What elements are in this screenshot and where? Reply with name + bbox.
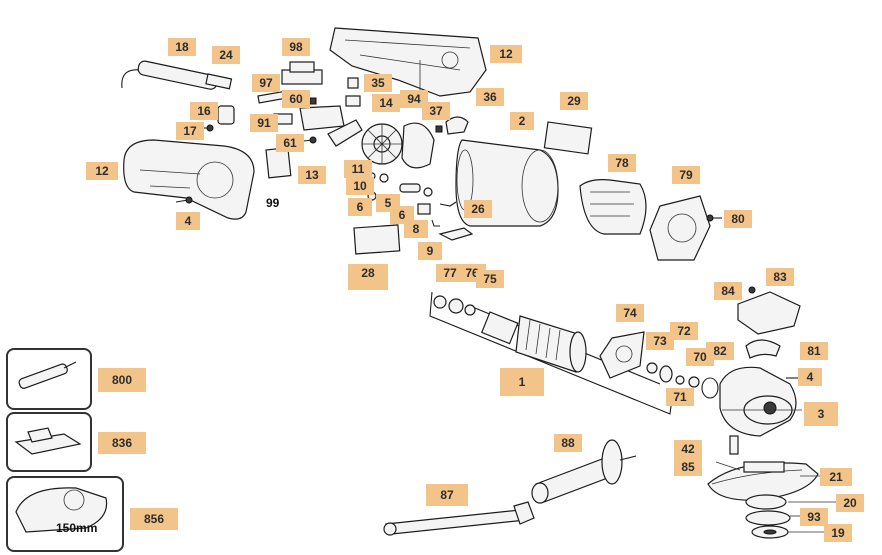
callout-2: 2 bbox=[510, 112, 534, 130]
callout-80: 80 bbox=[724, 210, 752, 228]
side-handle-18 bbox=[121, 60, 233, 90]
callout-26: 26 bbox=[464, 200, 492, 218]
callout-94: 94 bbox=[400, 90, 428, 108]
inset-836 bbox=[6, 412, 92, 472]
inset-800 bbox=[6, 348, 92, 410]
callout-28: 28 bbox=[348, 264, 388, 290]
spanner-87 bbox=[383, 501, 535, 536]
callout-13: 13 bbox=[298, 166, 326, 184]
callout-84: 84 bbox=[714, 282, 742, 300]
callout-36: 36 bbox=[476, 88, 504, 106]
callout-18: 18 bbox=[168, 38, 196, 56]
spindle-lock-42 bbox=[729, 435, 739, 455]
ring-81 bbox=[745, 339, 781, 359]
inset-856 bbox=[6, 476, 124, 552]
disc-guard-icon bbox=[15, 487, 108, 533]
callout-97: 97 bbox=[252, 74, 280, 92]
callout-11: 11 bbox=[344, 160, 372, 178]
plate-29 bbox=[543, 121, 593, 155]
label-99 bbox=[265, 147, 292, 179]
callout-85: 85 bbox=[674, 458, 702, 476]
callout-10: 10 bbox=[346, 177, 374, 195]
callout-29: 29 bbox=[560, 92, 588, 110]
plate-28 bbox=[353, 224, 401, 255]
latch-16 bbox=[198, 105, 235, 132]
callout-836: 836 bbox=[98, 432, 146, 454]
callout-87: 87 bbox=[426, 484, 468, 506]
armature-1 bbox=[429, 291, 673, 415]
callout-4b: 4 bbox=[798, 368, 822, 386]
callout-81: 81 bbox=[800, 342, 828, 360]
callout-83: 83 bbox=[766, 268, 794, 286]
guard-bracket-icon bbox=[14, 427, 82, 455]
fan-74 bbox=[599, 331, 645, 379]
guard-21 bbox=[707, 461, 819, 501]
housing-14 bbox=[299, 105, 345, 131]
callout-1: 1 bbox=[500, 368, 544, 396]
callout-79: 79 bbox=[672, 166, 700, 184]
gear-cover-83 bbox=[737, 286, 801, 335]
callout-88: 88 bbox=[554, 434, 582, 452]
callout-20: 20 bbox=[836, 494, 864, 512]
flanges-19-20-93 bbox=[745, 494, 791, 539]
clip-13 bbox=[327, 119, 363, 147]
callout-9: 9 bbox=[418, 242, 442, 260]
screw-80 bbox=[706, 214, 722, 222]
callout-78: 78 bbox=[608, 154, 636, 172]
leader-lines bbox=[715, 409, 836, 533]
callout-74: 74 bbox=[616, 304, 644, 322]
callout-35: 35 bbox=[364, 74, 392, 92]
callout-12-top: 12 bbox=[490, 45, 522, 63]
callout-16: 16 bbox=[190, 102, 218, 120]
callout-61: 61 bbox=[276, 134, 304, 152]
callout-3: 3 bbox=[804, 402, 838, 426]
cord-guard-icon bbox=[18, 361, 77, 389]
callout-856: 856 bbox=[130, 508, 178, 530]
callout-77: 77 bbox=[436, 264, 464, 282]
handle-housing-12-left bbox=[123, 139, 255, 220]
callout-91: 91 bbox=[250, 114, 278, 132]
side-handle-88 bbox=[531, 439, 637, 504]
callout-21: 21 bbox=[820, 468, 852, 486]
callout-37: 37 bbox=[422, 102, 450, 120]
callout-17: 17 bbox=[176, 122, 204, 140]
brush-holder-98 bbox=[281, 61, 323, 85]
switch-parts-97 bbox=[257, 77, 361, 107]
small-parts-cluster bbox=[175, 172, 474, 241]
callout-75: 75 bbox=[476, 270, 504, 288]
rear-housing-12-top bbox=[329, 27, 487, 97]
callout-71: 71 bbox=[666, 388, 694, 406]
callout-70: 70 bbox=[686, 348, 714, 366]
callout-4a: 4 bbox=[176, 212, 200, 230]
callout-98: 98 bbox=[282, 38, 310, 56]
field-coil-78 bbox=[579, 179, 647, 235]
part-label-99: 99 bbox=[266, 196, 280, 210]
callout-12-left: 12 bbox=[86, 162, 118, 180]
bearings-70-73 bbox=[646, 362, 719, 399]
baffle-37 bbox=[401, 116, 469, 169]
callout-19: 19 bbox=[824, 524, 852, 542]
fan-94 bbox=[361, 123, 403, 165]
callout-6a: 6 bbox=[348, 198, 372, 216]
callout-8: 8 bbox=[404, 220, 428, 238]
end-plate-79 bbox=[649, 195, 711, 261]
callout-93: 93 bbox=[800, 508, 828, 526]
callout-6b: 6 bbox=[390, 206, 414, 224]
callout-60: 60 bbox=[282, 90, 310, 108]
callout-42: 42 bbox=[674, 440, 702, 458]
gear-housing-3 bbox=[719, 366, 798, 437]
callout-73: 73 bbox=[646, 332, 674, 350]
disc-size-label: 150mm bbox=[56, 521, 98, 535]
callout-72: 72 bbox=[670, 322, 698, 340]
callout-800: 800 bbox=[98, 368, 146, 392]
callout-24: 24 bbox=[212, 46, 240, 64]
callout-14: 14 bbox=[372, 94, 400, 112]
